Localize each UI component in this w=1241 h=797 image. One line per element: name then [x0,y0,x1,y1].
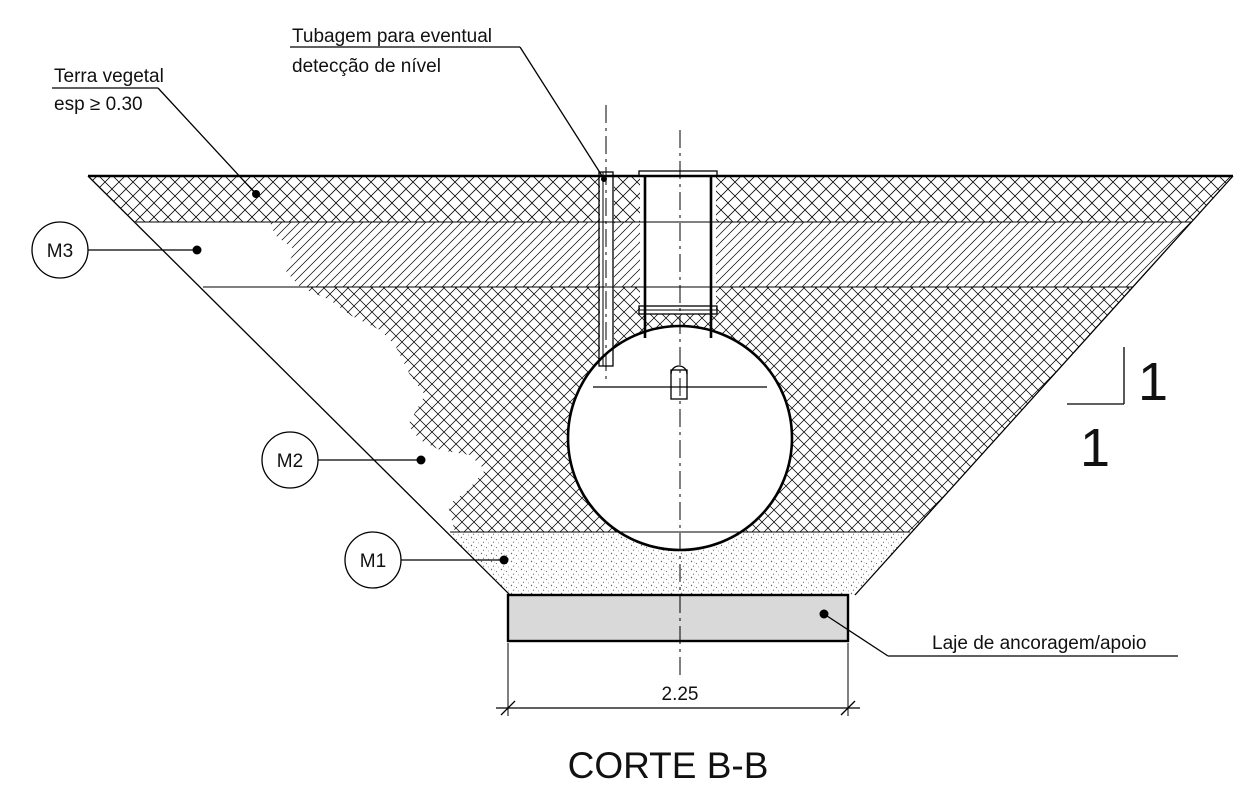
m2-label: M2 [277,451,303,472]
tubagem-label-line2: detecção de nível [292,56,441,77]
callout-m3: M3 [31,221,202,279]
slope-vertical-label: 1 [1138,352,1168,412]
terra-vegetal-label: Terra vegetal [54,66,164,87]
callout-m2: M2 [261,431,426,489]
slope-indicator: 1 1 [1067,347,1168,478]
m3-fill-layer [270,222,1233,287]
m1-label: M1 [360,551,386,572]
tubagem-label-line1: Tubagem para eventual [292,26,492,47]
m3-label: M3 [47,241,73,262]
dimension-value: 2.25 [662,684,699,705]
callout-m1: M1 [344,531,509,589]
terra-vegetal-thickness: esp ≥ 0.30 [54,94,143,115]
leader-terra-vegetal: Terra vegetal esp ≥ 0.30 [52,66,260,198]
leader-tubagem: Tubagem para eventual detecção de nível [290,26,605,180]
m1-sand-layer [88,532,1233,595]
anchoring-slab [506,593,850,643]
dimension-width: 2.25 [496,643,860,716]
section-title: CORTE B-B [568,745,769,786]
topsoil-layer [88,176,1233,222]
slope-horizontal-label: 1 [1080,418,1110,478]
leader-laje: Laje de ancoragem/apoio [819,609,1178,657]
riser [638,170,718,338]
laje-label: Laje de ancoragem/apoio [932,633,1146,654]
